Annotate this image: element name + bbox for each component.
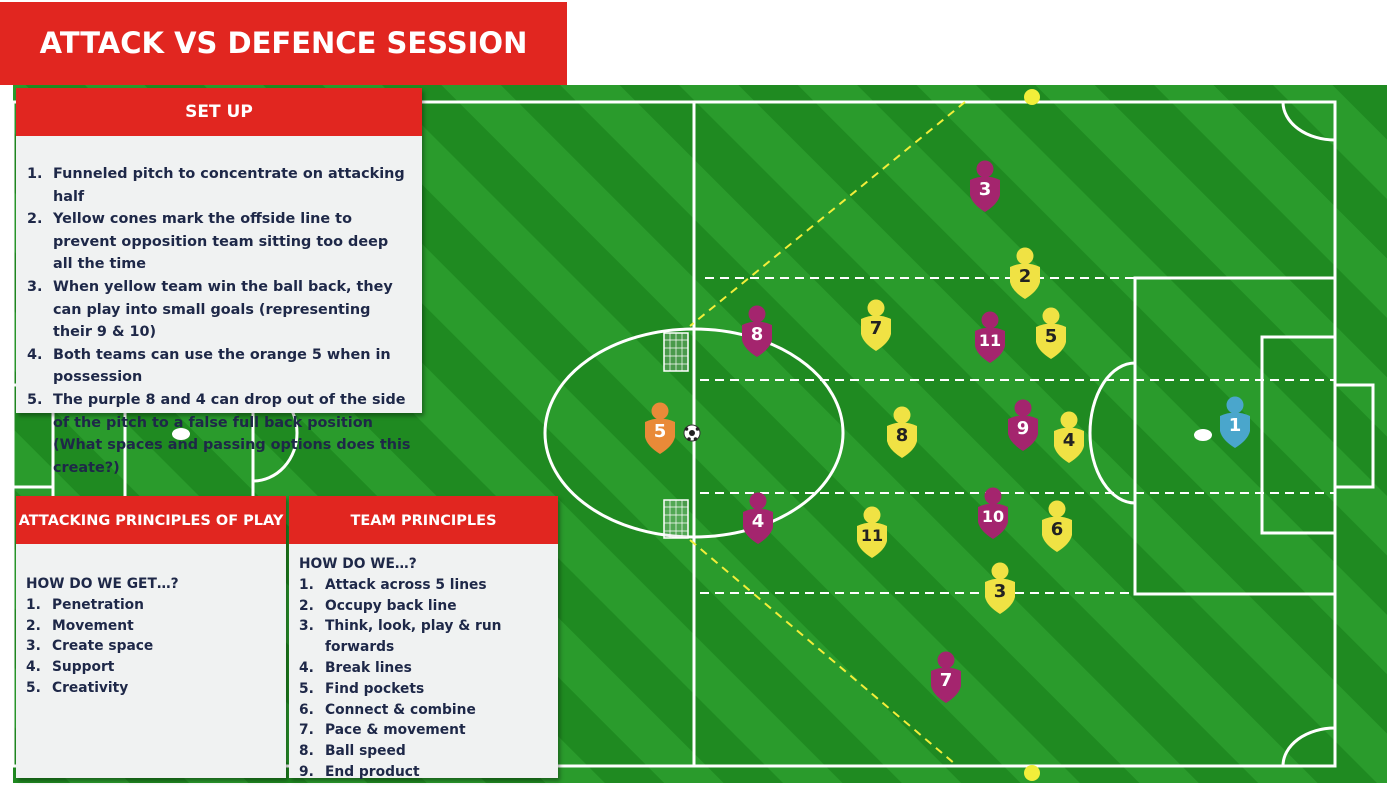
player-number: 1 — [1229, 415, 1242, 436]
player-number: 3 — [994, 581, 1007, 602]
player-number: 8 — [751, 324, 764, 345]
attacking-principles-body: HOW DO WE GET…? 1.Penetration 2.Movement… — [16, 544, 286, 699]
player-number: 10 — [982, 507, 1004, 526]
players-layer: 3 2 8 7 11 5 5 8 9 4 1 4 11 10 6 3 7 — [645, 160, 1250, 703]
player-number: 5 — [1045, 326, 1058, 347]
player-number: 7 — [940, 670, 953, 691]
player-number: 3 — [979, 179, 992, 200]
player-marker-purple-7: 7 — [931, 651, 961, 703]
player-number: 11 — [979, 331, 1001, 350]
player-marker-blue-1: 1 — [1220, 396, 1250, 448]
player-number: 4 — [752, 511, 765, 532]
list-item: 6.Connect & combine — [299, 701, 476, 718]
player-marker-purple-4: 4 — [743, 492, 773, 544]
attacking-principles-panel: ATTACKING PRINCIPLES OF PLAY HOW DO WE G… — [16, 496, 286, 778]
player-marker-purple-3: 3 — [970, 160, 1000, 212]
small-goal-top — [663, 332, 689, 372]
list-item: 9.End product — [299, 763, 420, 780]
player-marker-yellow-4: 4 — [1054, 411, 1084, 463]
penalty-spot-right — [1194, 429, 1212, 441]
player-marker-yellow-2: 2 — [1010, 247, 1040, 299]
player-number: 4 — [1063, 430, 1076, 451]
team-principles-heading: TEAM PRINCIPLES — [289, 496, 558, 544]
cone-bottom — [1024, 765, 1040, 781]
player-number: 9 — [1017, 418, 1030, 439]
funnel-lines — [689, 101, 966, 765]
player-number: 5 — [654, 421, 667, 442]
team-subheading: HOW DO WE…? — [299, 556, 417, 572]
player-marker-purple-8: 8 — [742, 305, 772, 357]
list-item: 3.Think, look, play & run forwards — [299, 618, 502, 656]
list-item: 4.Support — [26, 659, 115, 676]
list-item: 3.When yellow team win the ball back, th… — [27, 278, 393, 341]
player-marker-yellow-11: 11 — [857, 506, 887, 558]
setup-panel: SET UP 1.Funneled pitch to concentrate o… — [16, 88, 422, 476]
setup-list: 1.Funneled pitch to concentrate on attac… — [16, 136, 422, 479]
list-item: 1.Penetration — [26, 596, 144, 613]
player-marker-purple-10: 10 — [978, 487, 1008, 539]
penalty-spot-left — [172, 428, 190, 440]
list-item: 4.Both teams can use the orange 5 when i… — [27, 346, 391, 386]
channel-lines — [700, 277, 1335, 594]
team-principles-panel: TEAM PRINCIPLES HOW DO WE…? 1.Attack acr… — [289, 496, 558, 780]
list-item: 5.The purple 8 and 4 can drop out of the… — [27, 391, 411, 476]
list-item: 3.Create space — [26, 638, 154, 655]
player-marker-yellow-5: 5 — [1036, 307, 1066, 359]
list-item: 5.Creativity — [26, 679, 129, 696]
player-marker-purple-9: 9 — [1008, 399, 1038, 451]
football-icon — [683, 424, 701, 442]
player-number: 7 — [870, 318, 883, 339]
small-goal-bottom — [663, 499, 689, 539]
player-number: 11 — [861, 526, 883, 545]
cone-top — [1024, 89, 1040, 105]
player-marker-yellow-6: 6 — [1042, 500, 1072, 552]
player-marker-yellow-7: 7 — [861, 299, 891, 351]
session-title: ATTACK VS DEFENCE SESSION — [0, 2, 567, 85]
list-item: 8.Ball speed — [299, 743, 406, 760]
list-item: 2.Yellow cones mark the offside line to … — [27, 211, 389, 273]
player-marker-yellow-8: 8 — [887, 406, 917, 458]
attacking-list: 1.Penetration 2.Movement 3.Create space … — [26, 595, 278, 699]
list-item: 5.Find pockets — [299, 680, 425, 697]
list-item: 4.Break lines — [299, 659, 412, 676]
team-list: 1.Attack across 5 lines 2.Occupy back li… — [299, 575, 550, 783]
player-marker-yellow-3: 3 — [985, 562, 1015, 614]
attacking-subheading: HOW DO WE GET…? — [26, 576, 179, 592]
team-principles-body: HOW DO WE…? 1.Attack across 5 lines 2.Oc… — [289, 544, 558, 783]
list-item: 1.Funneled pitch to concentrate on attac… — [27, 166, 405, 205]
list-item: 2.Movement — [26, 617, 134, 634]
player-number: 8 — [896, 425, 909, 446]
list-item: 1.Attack across 5 lines — [299, 576, 487, 593]
player-marker-orange-5: 5 — [645, 402, 675, 454]
player-marker-purple-11: 11 — [975, 311, 1005, 363]
player-number: 2 — [1019, 266, 1032, 287]
list-item: 2.Occupy back line — [299, 597, 457, 614]
list-item: 7.Pace & movement — [299, 722, 466, 739]
attacking-principles-heading: ATTACKING PRINCIPLES OF PLAY — [16, 496, 286, 544]
setup-heading: SET UP — [16, 88, 422, 136]
player-number: 6 — [1051, 519, 1064, 540]
